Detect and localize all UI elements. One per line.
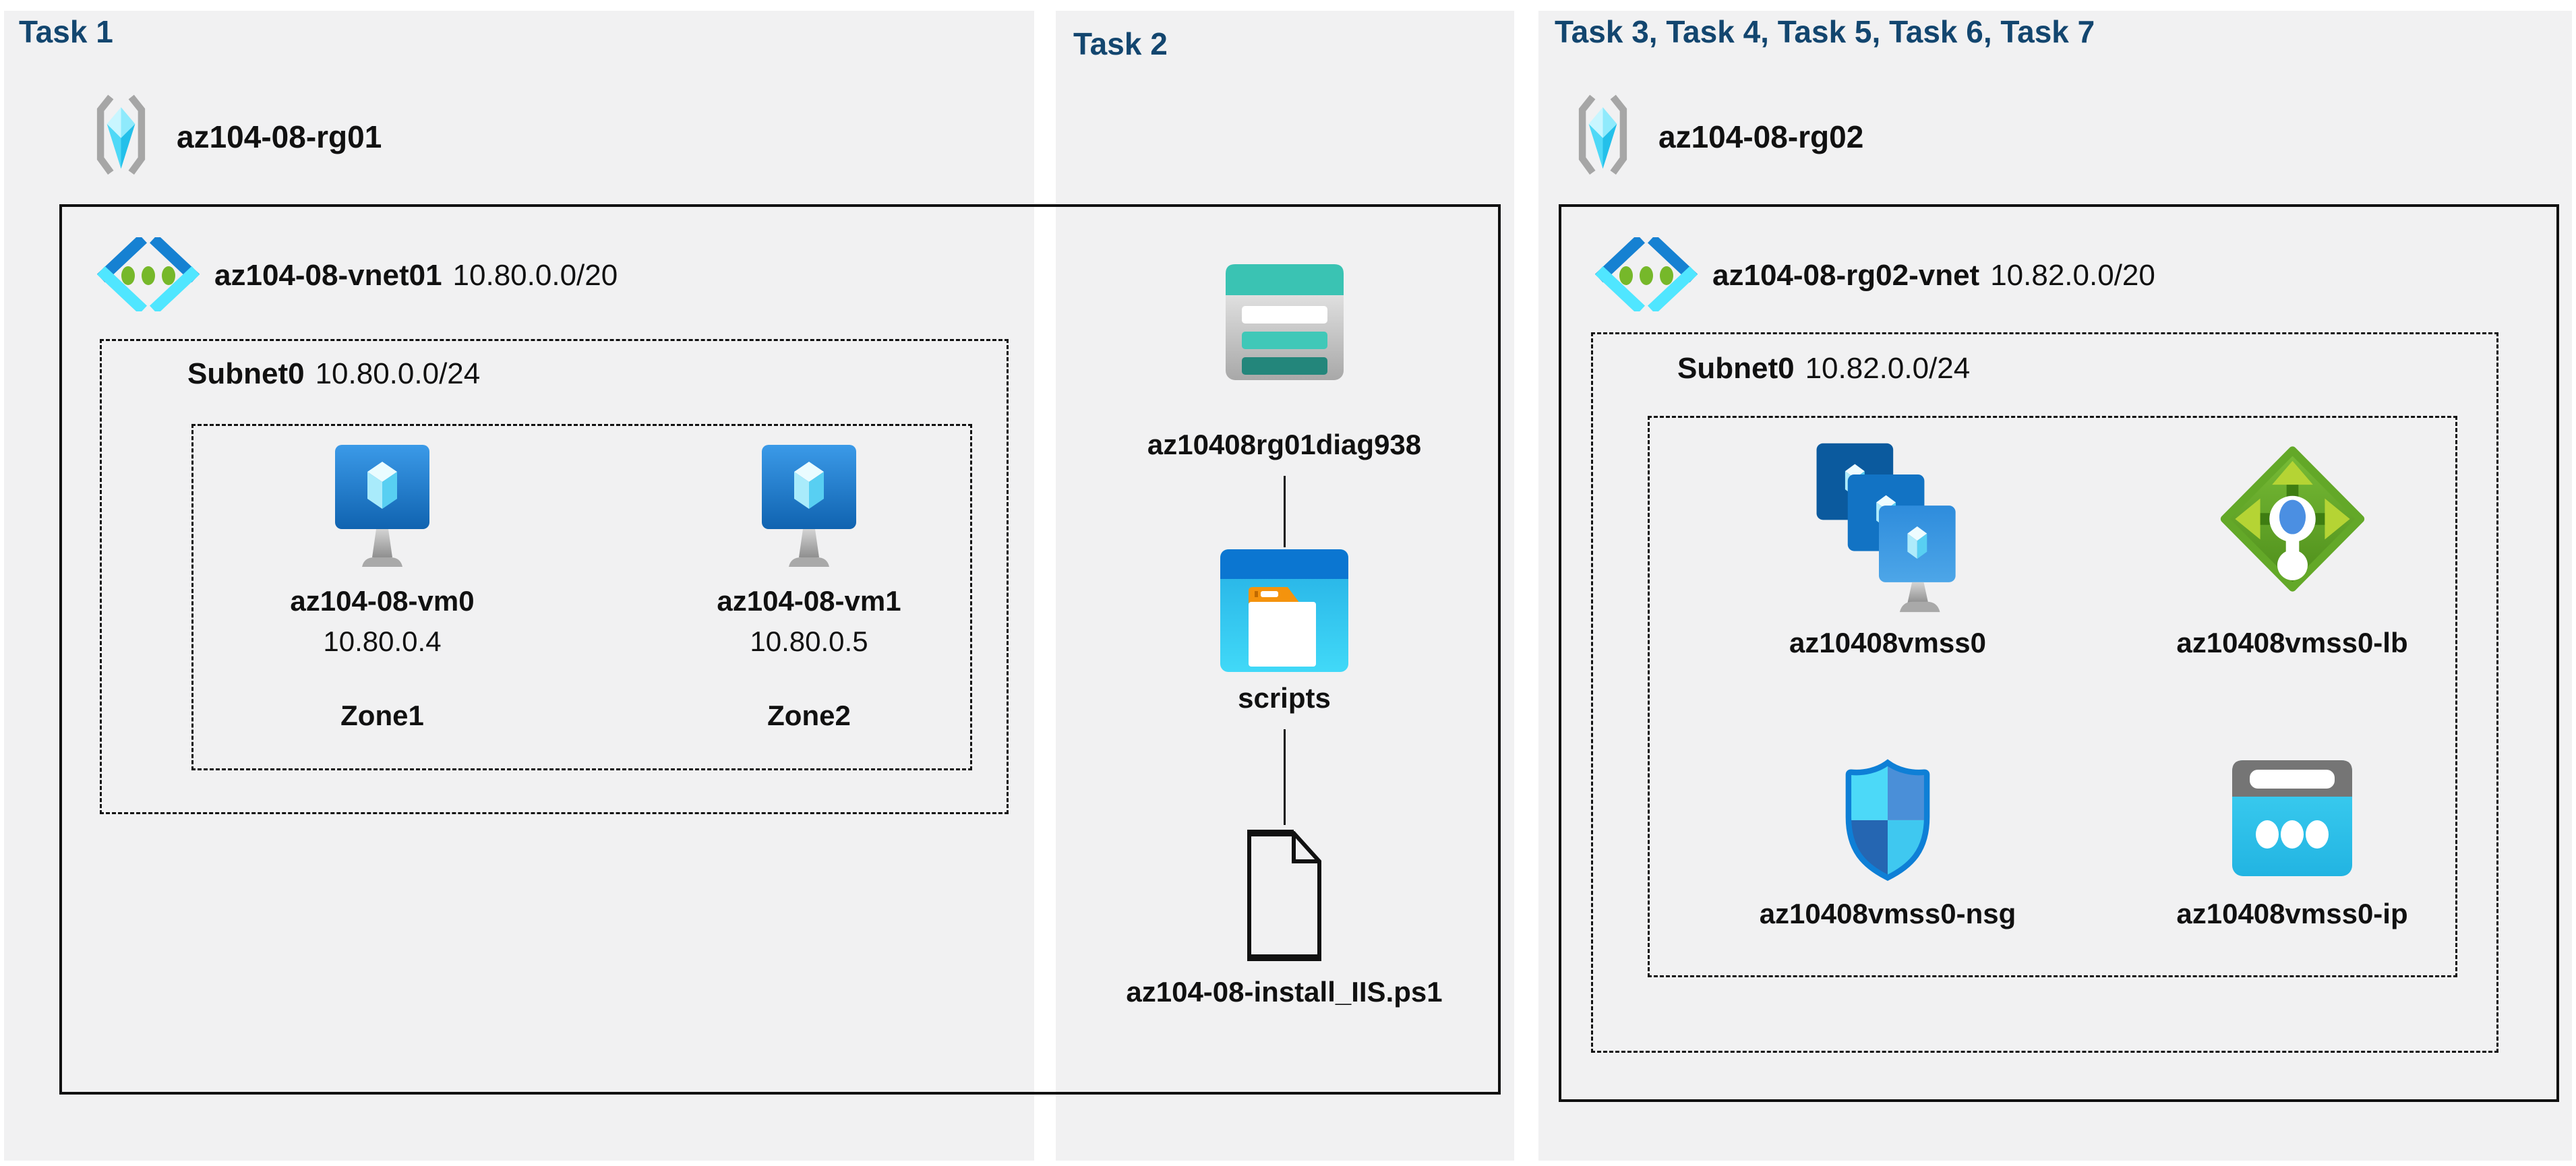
rg01-vnet-box: [59, 204, 1501, 1095]
vnet01-name: az104-08-vnet01: [214, 259, 442, 292]
file-label: az104-08-install_IIS.ps1: [1126, 976, 1443, 1008]
rg02-vnet-name: az104-08-rg02-vnet: [1712, 259, 1980, 292]
network-security-group-icon: [1837, 756, 1938, 883]
vmss-label: az10408vmss0: [1789, 627, 1986, 658]
task1-panel: [4, 11, 1034, 1161]
rg02-vnet-label: az104-08-rg02-vnet 10.82.0.0/20: [1712, 259, 2155, 293]
subnet0-label-task3: Subnet0 10.82.0.0/24: [1677, 352, 1970, 386]
subnet0-cidr-task3: 10.82.0.0/24: [1805, 352, 1971, 385]
storage-account-icon: [1226, 264, 1344, 380]
vm-group-box-task1: [191, 424, 972, 770]
subnet0-name: Subnet0: [187, 357, 305, 390]
rg02-vnet-cidr: 10.82.0.0/20: [1990, 259, 2155, 292]
load-balancer-icon: [2217, 442, 2368, 596]
connector-storage-to-container: [1284, 476, 1286, 547]
task1-header: Task 1: [19, 14, 113, 49]
blob-container-icon: [1220, 549, 1348, 672]
vm1-ip: 10.80.0.5: [750, 625, 868, 657]
resource-group-icon: [89, 93, 153, 177]
virtual-machine-icon: [758, 441, 860, 576]
rg01-label: az104-08-rg01: [177, 119, 382, 154]
nsg-label: az10408vmss0-nsg: [1759, 898, 2016, 929]
connector-container-to-file: [1284, 729, 1286, 825]
task3-header: Task 3, Task 4, Task 5, Task 6, Task 7: [1555, 14, 2095, 49]
storage-account-label: az10408rg01diag938: [1147, 429, 1422, 460]
vm-scale-set-icon: [1810, 438, 1965, 615]
rg02-label: az104-08-rg02: [1658, 119, 1864, 154]
subnet0-label-task1: Subnet0 10.80.0.0/24: [187, 357, 480, 391]
vnet01-cidr: 10.80.0.0/20: [452, 259, 618, 292]
subnet0-box-task3: [1591, 332, 2498, 1053]
vm1-zone: Zone2: [767, 700, 851, 731]
vm1-name: az104-08-vm1: [717, 585, 901, 617]
public-ip-label: az10408vmss0-ip: [2176, 898, 2408, 929]
vmss-group-box-task3: [1648, 416, 2457, 977]
subnet0-box-task1: [100, 339, 1009, 814]
task3-panel: [1538, 11, 2572, 1161]
vm0-name: az104-08-vm0: [290, 585, 475, 617]
virtual-machine-icon: [332, 441, 433, 576]
virtual-network-icon: [94, 237, 202, 311]
subnet0-name-task3: Subnet0: [1677, 352, 1795, 385]
subnet0-cidr: 10.80.0.0/24: [315, 357, 481, 390]
file-icon: [1242, 826, 1327, 964]
task2-header: Task 2: [1073, 26, 1168, 61]
virtual-network-icon: [1592, 237, 1700, 311]
vnet01-label: az104-08-vnet01 10.80.0.0/20: [214, 259, 618, 293]
resource-group-icon: [1571, 93, 1635, 177]
vm0-zone: Zone1: [340, 700, 424, 731]
rg02-vnet-box: [1559, 204, 2559, 1102]
lb-label: az10408vmss0-lb: [2176, 627, 2408, 658]
public-ip-icon: [2232, 760, 2352, 876]
container-label: scripts: [1238, 682, 1331, 714]
vm0-ip: 10.80.0.4: [323, 625, 442, 657]
